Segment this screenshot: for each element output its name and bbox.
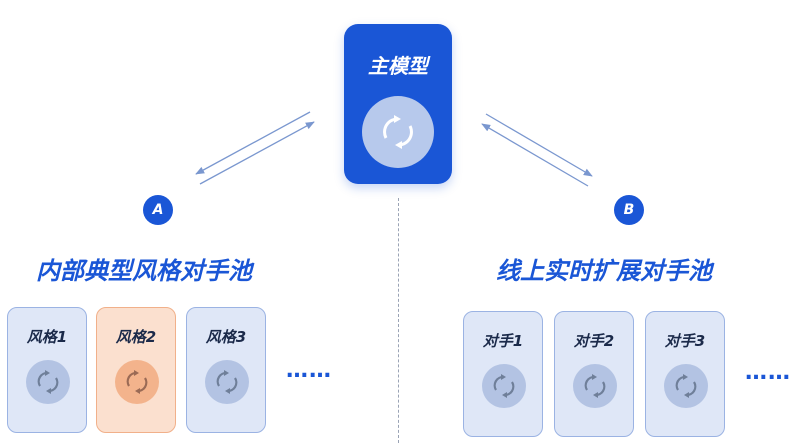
main-model-circle: [362, 96, 434, 168]
left-card-1: 风格1: [7, 307, 87, 433]
right-card-1: 对手1: [463, 311, 543, 437]
left-card-2: 风格2: [96, 307, 176, 433]
right-section-title: 线上实时扩展对手池: [496, 257, 712, 285]
main-model-box: 主模型: [344, 24, 452, 184]
cycle-icon: [216, 370, 238, 394]
section-divider: [398, 198, 399, 443]
cycle-icon: [37, 370, 59, 394]
card-circle: [664, 364, 708, 408]
badge-a: A: [143, 195, 173, 225]
right-card-2: 对手2: [554, 311, 634, 437]
left-ellipsis: ……: [286, 358, 332, 383]
arrow-left-pair: [195, 111, 315, 185]
card-circle: [26, 360, 70, 404]
card-circle: [115, 360, 159, 404]
cycle-icon: [493, 374, 515, 398]
card-label: 风格1: [26, 328, 68, 346]
cycle-icon: [675, 374, 697, 398]
right-ellipsis: ……: [745, 360, 791, 385]
cycle-icon: [584, 374, 606, 398]
card-label: 风格2: [115, 328, 157, 346]
card-label: 对手3: [664, 332, 706, 350]
card-label: 对手2: [573, 332, 615, 350]
cycle-icon: [383, 115, 413, 149]
main-model-title: 主模型: [368, 54, 428, 78]
right-card-3: 对手3: [645, 311, 725, 437]
left-section-title: 内部典型风格对手池: [36, 257, 252, 285]
left-card-3: 风格3: [186, 307, 266, 433]
card-label: 风格3: [205, 328, 247, 346]
cycle-icon: [126, 370, 148, 394]
card-circle: [482, 364, 526, 408]
card-label: 对手1: [482, 332, 524, 350]
badge-b: B: [614, 195, 644, 225]
card-circle: [573, 364, 617, 408]
arrow-right-pair: [481, 113, 593, 187]
card-circle: [205, 360, 249, 404]
